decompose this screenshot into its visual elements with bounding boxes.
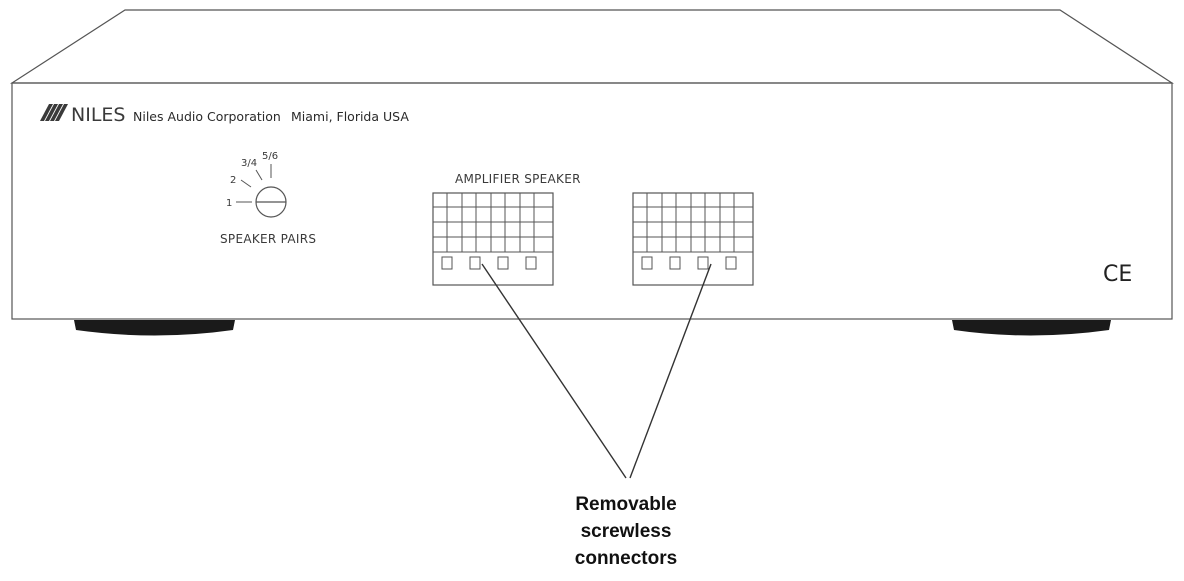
feet [74, 320, 1111, 336]
chassis [9, 9, 1175, 320]
callout-leader-left [481, 263, 627, 479]
chassis-front-panel [11, 82, 1173, 320]
selector-position-1: 1 [226, 198, 232, 209]
callout-line-1: Removable [575, 494, 676, 515]
connector-block-left [432, 192, 554, 286]
speaker-pairs-label: SPEAKER PAIRS [220, 232, 316, 246]
selector-tick-2 [240, 179, 252, 188]
brand-wordmark: NILES [71, 104, 125, 126]
callout-leader-right [629, 263, 712, 479]
amplifier-speaker-connectors: AMPLIFIER SPEAKER [432, 172, 754, 286]
company-name: Niles Audio Corporation [133, 109, 281, 124]
speaker-pairs-selector: 1 2 3/4 5/6 SPEAKER PAIRS [220, 151, 316, 246]
niles-logo-icon [40, 104, 68, 121]
selector-tick-3-4 [255, 169, 263, 181]
selector-position-2: 2 [230, 175, 236, 186]
amplifier-speaker-label: AMPLIFIER SPEAKER [455, 172, 581, 186]
company-location: Miami, Florida USA [291, 109, 409, 124]
callout-label: Removable screwless connectors [575, 494, 677, 569]
right-foot [952, 320, 1111, 336]
callout-leaders [481, 263, 712, 479]
chassis-top-face [9, 9, 1175, 84]
left-foot [74, 320, 235, 336]
callout-line-2: screwless [581, 521, 672, 542]
brand-block: NILES Niles Audio Corporation Miami, Flo… [40, 104, 409, 126]
selector-position-5-6: 5/6 [262, 151, 278, 162]
selector-position-3-4: 3/4 [241, 158, 257, 169]
ce-mark: CE [1103, 262, 1132, 287]
callout-line-3: connectors [575, 548, 677, 569]
connector-block-right [632, 192, 754, 286]
